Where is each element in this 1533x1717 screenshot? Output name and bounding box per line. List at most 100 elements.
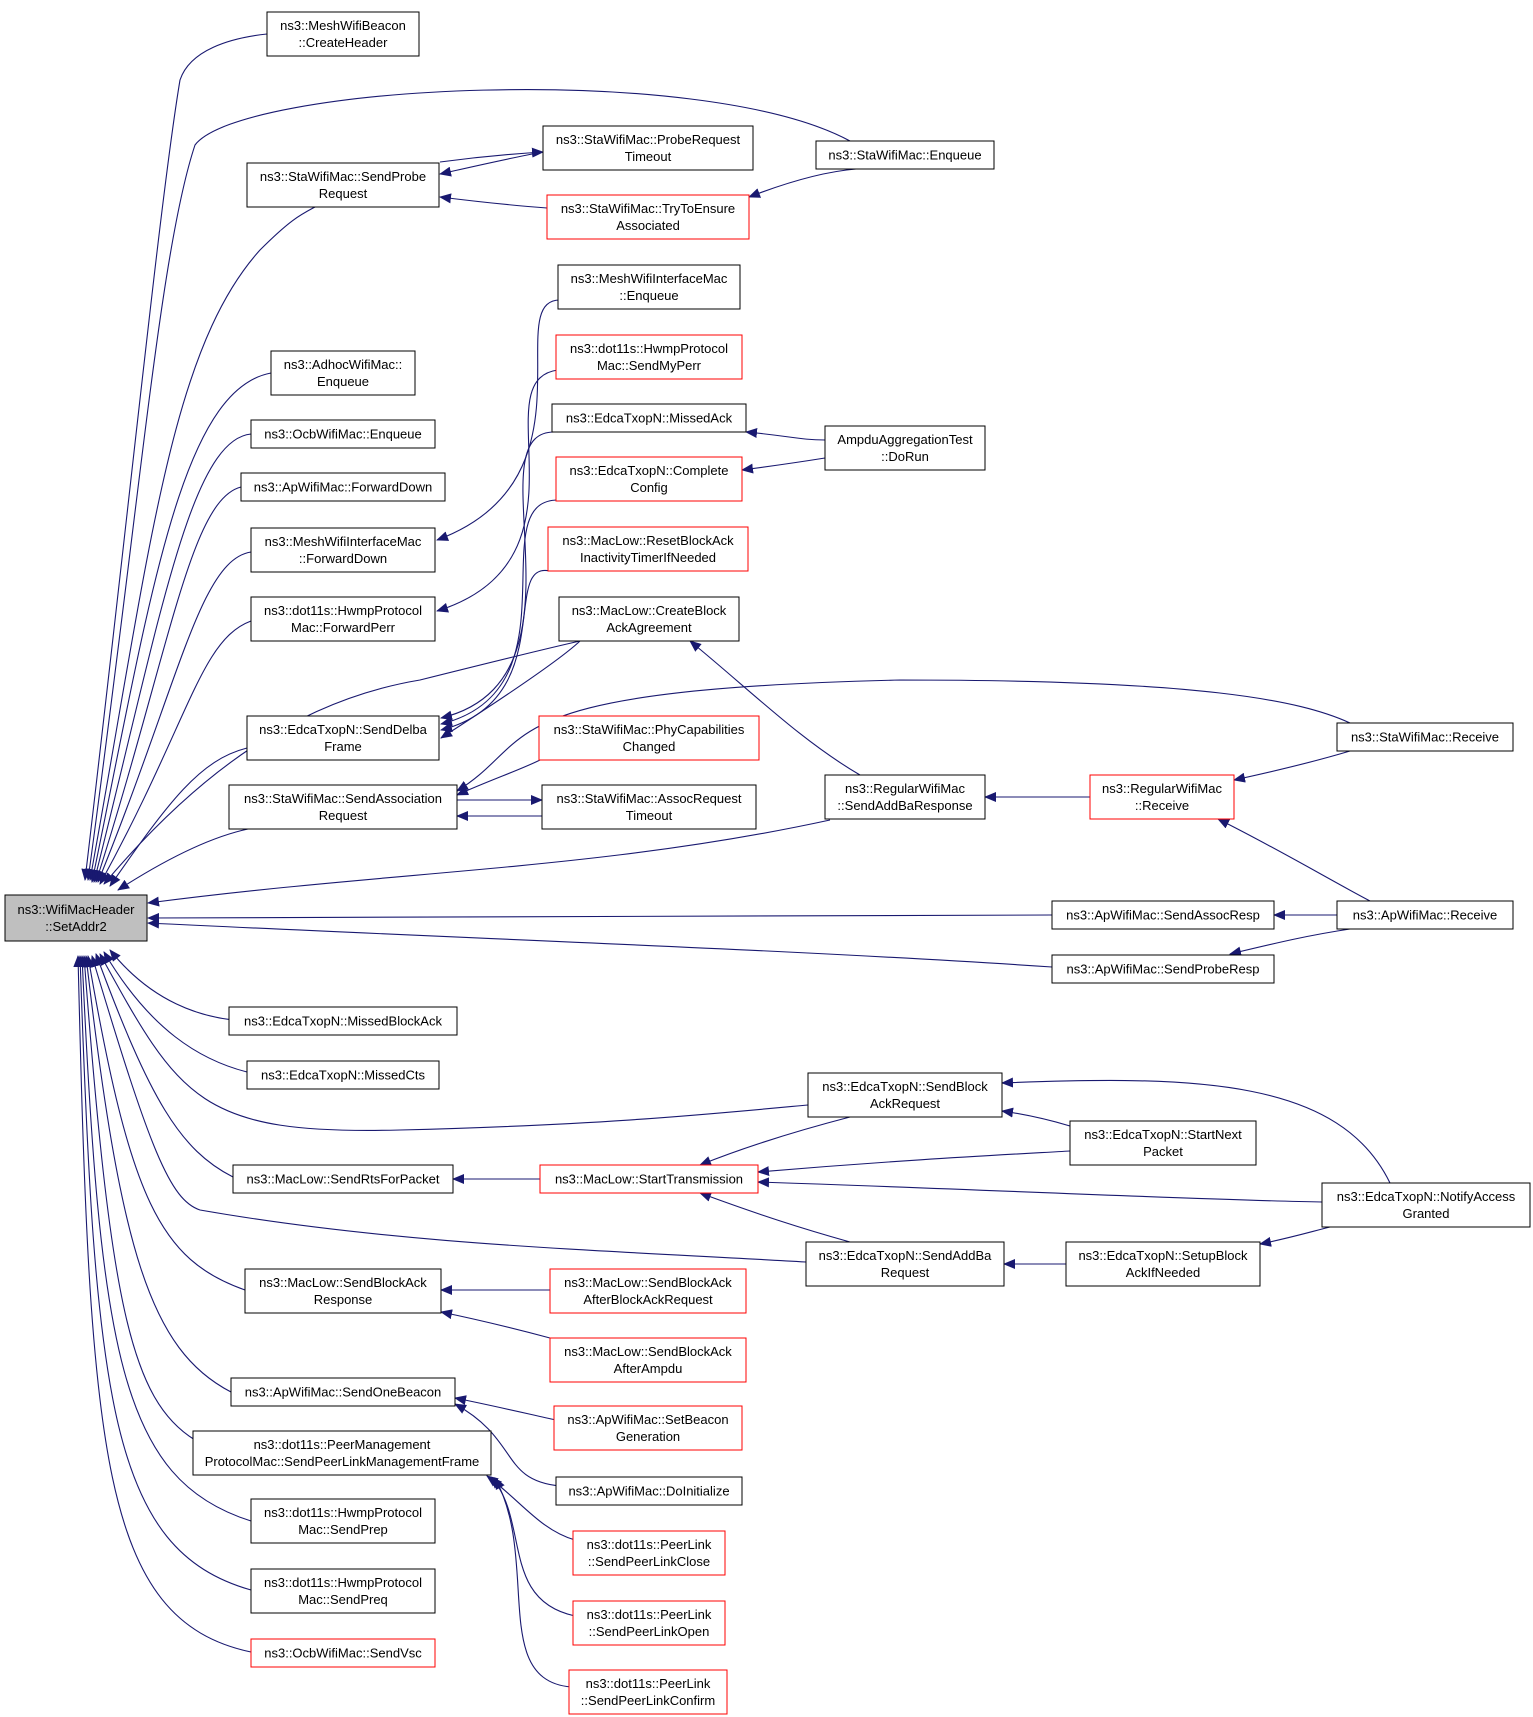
- node-adhoc_enqueue[interactable]: ns3::AdhocWifiMac::Enqueue: [270, 350, 416, 396]
- node-peerlink_confirm[interactable]: ns3::dot11s::PeerLink::SendPeerLinkConfi…: [568, 1669, 728, 1715]
- nodes-layer: ns3::WifiMacHeader::SetAddr2 ns3::MeshWif…: [4, 11, 1531, 1715]
- node-hwmp_forwardperr[interactable]: ns3::dot11s::HwmpProtocolMac::ForwardPer…: [250, 596, 436, 642]
- node-box: [250, 1498, 436, 1544]
- node-label-line: ns3::dot11s::HwmpProtocol: [264, 1575, 422, 1590]
- node-peerlink_close[interactable]: ns3::dot11s::PeerLink::SendPeerLinkClose: [572, 1530, 726, 1576]
- node-regular_receive[interactable]: ns3::RegularWifiMac::Receive: [1089, 774, 1235, 820]
- node-label-line: Associated: [616, 218, 680, 233]
- node-box: [246, 162, 440, 208]
- node-label-line: Mac::SendPreq: [298, 1592, 388, 1607]
- edge-edca_sendbar-to-maclow_starttx: [699, 1116, 851, 1166]
- node-edca_missedcts[interactable]: ns3::EdcaTxopN::MissedCts: [246, 1060, 440, 1090]
- edge-edca_notifyaccess-to-edca_setupba: [1259, 1226, 1331, 1247]
- node-ap_sendassocresp[interactable]: ns3::ApWifiMac::SendAssocResp: [1051, 900, 1275, 930]
- node-peerlink_open[interactable]: ns3::dot11s::PeerLink::SendPeerLinkOpen: [572, 1600, 726, 1646]
- edge-hwmp_forwardperr-to-root: [99, 620, 252, 885]
- node-meshif_forwarddown[interactable]: ns3::MeshWifiInterfaceMac::ForwardDown: [250, 527, 436, 573]
- node-box: [230, 1377, 456, 1407]
- node-label-line: ::SendPeerLinkClose: [588, 1554, 710, 1569]
- node-label-line: ns3::ApWifiMac::Receive: [1353, 908, 1498, 923]
- node-label-line: InactivityTimerIfNeeded: [580, 550, 716, 565]
- node-box: [558, 596, 740, 642]
- node-label-line: ns3::EdcaTxopN::MissedBlockAck: [244, 1014, 442, 1029]
- node-label-line: ns3::MeshWifiInterfaceMac: [571, 271, 728, 286]
- node-maclow_sendrts[interactable]: ns3::MacLow::SendRtsForPacket: [232, 1164, 454, 1194]
- node-label-line: ns3::MacLow::StartTransmission: [555, 1172, 743, 1187]
- node-label-line: ns3::dot11s::PeerLink: [586, 1676, 711, 1691]
- node-peermgmt_send[interactable]: ns3::dot11s::PeerManagementProtocolMac::…: [192, 1430, 492, 1476]
- node-label-line: Enqueue: [317, 374, 369, 389]
- node-label-line: Mac::SendPrep: [298, 1522, 388, 1537]
- node-label-line: Mac::SendMyPerr: [597, 358, 702, 373]
- node-label-line: ::SendPeerLinkOpen: [589, 1624, 710, 1639]
- edge-mesh_beacon_createheader-to-root: [81, 33, 268, 881]
- edge-edca_senddelba-to-root: [109, 747, 248, 887]
- node-sta_receive[interactable]: ns3::StaWifiMac::Receive: [1336, 722, 1514, 752]
- node-box: [232, 1164, 454, 1194]
- node-label-line: ns3::EdcaTxopN::SendDelba: [259, 722, 427, 737]
- node-label-line: Timeout: [626, 808, 673, 823]
- node-box: [250, 1638, 436, 1668]
- edge-edca_sendaddba-to-maclow_starttx: [699, 1192, 851, 1243]
- node-edca_missedblockack[interactable]: ns3::EdcaTxopN::MissedBlockAck: [228, 1006, 458, 1036]
- node-box: [266, 11, 420, 57]
- node-label-line: ns3::MacLow::SendBlockAck: [564, 1344, 732, 1359]
- edge-ap_setbeacongen-to-ap_sendonebeacon: [454, 1395, 557, 1421]
- node-ap_sendproberesp[interactable]: ns3::ApWifiMac::SendProbeResp: [1051, 954, 1275, 984]
- node-label-line: ns3::MeshWifiBeacon: [280, 18, 406, 33]
- node-box: [539, 1164, 759, 1194]
- node-box: [553, 1405, 743, 1451]
- node-label-line: ns3::StaWifiMac::SendAssociation: [244, 791, 442, 806]
- edge-sta_enqueue-to-root: [84, 89, 851, 881]
- node-meshif_enqueue[interactable]: ns3::MeshWifiInterfaceMac::Enqueue: [557, 264, 741, 310]
- node-ap_doinitialize[interactable]: ns3::ApWifiMac::DoInitialize: [555, 1476, 743, 1506]
- node-ap_sendonebeacon[interactable]: ns3::ApWifiMac::SendOneBeacon: [230, 1377, 456, 1407]
- node-label-line: ns3::EdcaTxopN::SendAddBa: [819, 1248, 992, 1263]
- edge-ampdu_dorun-to-edca_completeconfig: [741, 457, 826, 474]
- node-sta_enqueue[interactable]: ns3::StaWifiMac::Enqueue: [815, 140, 995, 170]
- node-maclow_sendbaafterbar[interactable]: ns3::MacLow::SendBlockAckAfterBlockAckRe…: [549, 1268, 747, 1314]
- node-box: [547, 526, 749, 572]
- node-ampdu_dorun[interactable]: AmpduAggregationTest::DoRun: [824, 425, 986, 471]
- node-box: [1321, 1182, 1531, 1228]
- node-label-line: Changed: [623, 739, 676, 754]
- node-regular_sendaddba[interactable]: ns3::RegularWifiMac::SendAddBaResponse: [824, 774, 986, 820]
- node-box: [1065, 1241, 1261, 1287]
- edge-hwmp_sendpreq-to-root: [75, 955, 252, 1591]
- node-edca_missedack[interactable]: ns3::EdcaTxopN::MissedAck: [551, 403, 747, 433]
- node-root[interactable]: ns3::WifiMacHeader::SetAddr2: [4, 894, 148, 942]
- node-box: [1336, 900, 1514, 930]
- node-ocb_enqueue[interactable]: ns3::OcbWifiMac::Enqueue: [250, 419, 436, 449]
- edge-ocb_sendvsc-to-root: [73, 955, 252, 1653]
- node-ap_forwarddown[interactable]: ns3::ApWifiMac::ForwardDown: [240, 472, 446, 502]
- node-mesh_beacon_createheader[interactable]: ns3::MeshWifiBeacon::CreateHeader: [266, 11, 420, 57]
- node-maclow_resetba[interactable]: ns3::MacLow::ResetBlockAckInactivityTime…: [547, 526, 749, 572]
- node-box: [270, 350, 416, 396]
- edge-regular_sendaddba-to-root: [147, 819, 831, 907]
- node-ap_receive[interactable]: ns3::ApWifiMac::Receive: [1336, 900, 1514, 930]
- node-ocb_sendvsc[interactable]: ns3::OcbWifiMac::SendVsc: [250, 1638, 436, 1668]
- node-label-line: ns3::MacLow::SendRtsForPacket: [247, 1172, 440, 1187]
- node-maclow_starttx[interactable]: ns3::MacLow::StartTransmission: [539, 1164, 759, 1194]
- node-label-line: ns3::StaWifiMac::ProbeRequest: [556, 132, 741, 147]
